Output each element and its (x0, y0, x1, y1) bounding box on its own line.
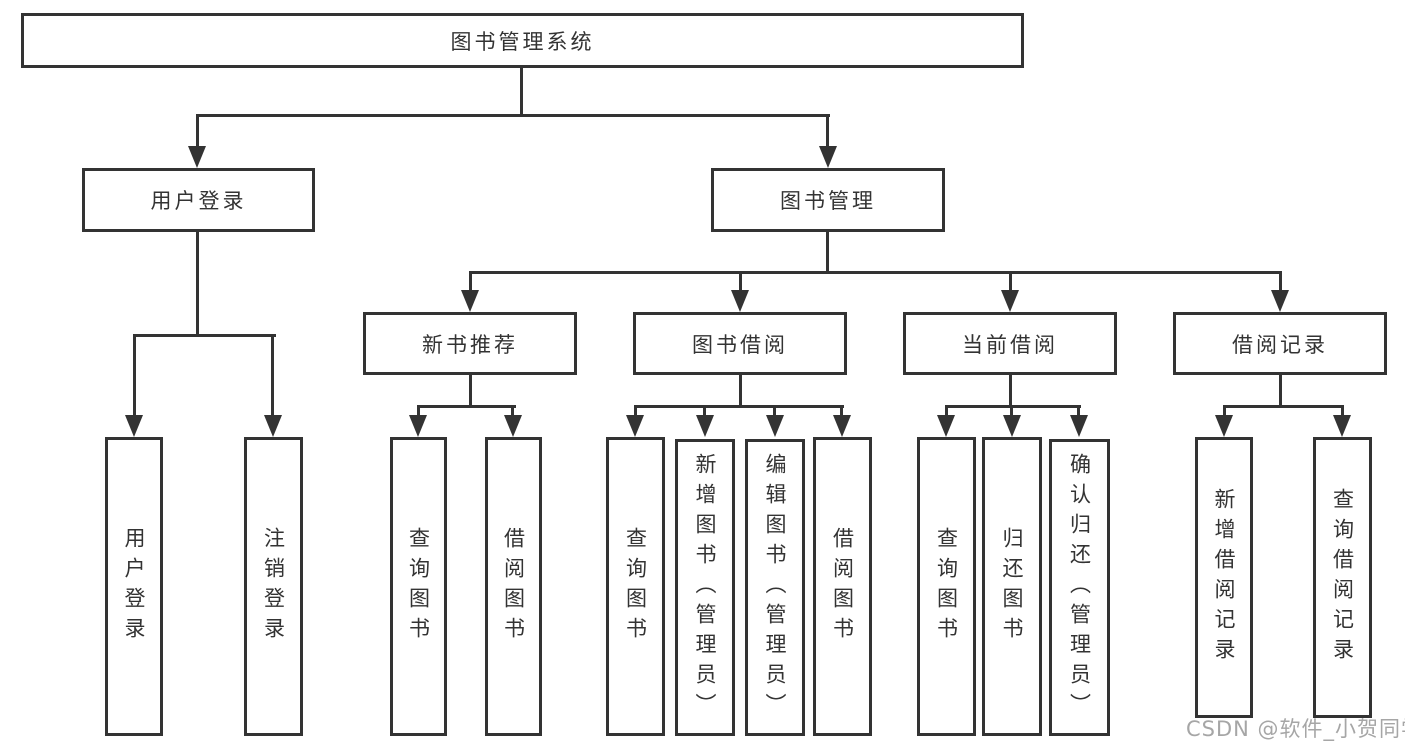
connector-line (703, 405, 706, 416)
branch-node-borrowing-records: 借阅记录 (1173, 312, 1387, 375)
leaf-node-return-books: 归还图书 (982, 437, 1042, 736)
connector-line (840, 405, 843, 416)
arrowhead-down-icon (626, 415, 644, 437)
connector-line (1341, 405, 1344, 416)
leaf-node-borrow-books-recommend: 借阅图书 (485, 437, 542, 736)
branch-node-new-book-recommendation: 新书推荐 (363, 312, 577, 375)
arrowhead-down-icon (188, 146, 206, 168)
connector-line (1223, 405, 1226, 416)
leaf-node-edit-book-admin: 编辑图书（管理员） (745, 439, 805, 736)
arrowhead-down-icon (731, 290, 749, 312)
connector-line (826, 114, 829, 148)
branch-node-book-management: 图书管理 (711, 168, 945, 232)
connector-line (469, 271, 1282, 274)
arrowhead-down-icon (409, 415, 427, 437)
connector-line (773, 405, 776, 416)
leaf-node-add-borrow-record: 新增借阅记录 (1195, 437, 1253, 718)
connector-line (945, 405, 1081, 408)
arrowhead-down-icon (1070, 415, 1088, 437)
connector-line (469, 271, 472, 292)
connector-line (945, 405, 948, 416)
connector-line (1009, 271, 1012, 292)
connector-line (739, 271, 742, 292)
arrowhead-down-icon (125, 415, 143, 437)
leaf-node-query-books-current: 查询图书 (917, 437, 976, 736)
leaf-node-logout: 注销登录 (244, 437, 303, 736)
connector-line (196, 232, 199, 336)
connector-line (417, 405, 516, 408)
arrowhead-down-icon (1001, 290, 1019, 312)
arrowhead-down-icon (696, 415, 714, 437)
connector-line (1223, 405, 1344, 408)
connector-line (271, 334, 274, 416)
arrowhead-down-icon (937, 415, 955, 437)
leaf-node-query-books-recommend: 查询图书 (390, 437, 447, 736)
connector-line (1077, 405, 1080, 416)
connector-line (133, 334, 136, 416)
arrowhead-down-icon (504, 415, 522, 437)
leaf-node-confirm-return-admin: 确认归还（管理员） (1049, 439, 1110, 736)
connector-line (196, 114, 830, 117)
connector-line (1279, 375, 1282, 407)
connector-line (634, 405, 637, 416)
connector-line (1009, 375, 1012, 407)
arrowhead-down-icon (1271, 290, 1289, 312)
arrowhead-down-icon (264, 415, 282, 437)
connector-line (826, 232, 829, 273)
arrowhead-down-icon (1003, 415, 1021, 437)
csdn-watermark: CSDN @软件_小贺同学 (1186, 717, 1405, 741)
connector-line (511, 405, 514, 416)
branch-node-user-login: 用户登录 (82, 168, 315, 232)
connector-line (196, 114, 199, 148)
connector-line (520, 68, 523, 116)
arrowhead-down-icon (819, 146, 837, 168)
branch-node-book-borrowing: 图书借阅 (633, 312, 847, 375)
leaf-node-user-login: 用户登录 (105, 437, 163, 736)
arrowhead-down-icon (766, 415, 784, 437)
connector-line (1279, 271, 1282, 292)
leaf-node-add-book-admin: 新增图书（管理员） (675, 439, 735, 736)
arrowhead-down-icon (833, 415, 851, 437)
connector-line (133, 334, 276, 337)
root-node-library-system: 图书管理系统 (21, 13, 1024, 68)
connector-line (1010, 405, 1013, 416)
leaf-node-query-borrow-record: 查询借阅记录 (1313, 437, 1372, 718)
leaf-node-borrow-books-borrowing: 借阅图书 (813, 437, 872, 736)
leaf-node-query-books-borrowing: 查询图书 (606, 437, 665, 736)
arrowhead-down-icon (461, 290, 479, 312)
arrowhead-down-icon (1215, 415, 1233, 437)
arrowhead-down-icon (1333, 415, 1351, 437)
connector-line (739, 375, 742, 407)
connector-line (634, 405, 844, 408)
connector-line (469, 375, 472, 407)
branch-node-current-borrowing: 当前借阅 (903, 312, 1117, 375)
connector-line (417, 405, 420, 416)
